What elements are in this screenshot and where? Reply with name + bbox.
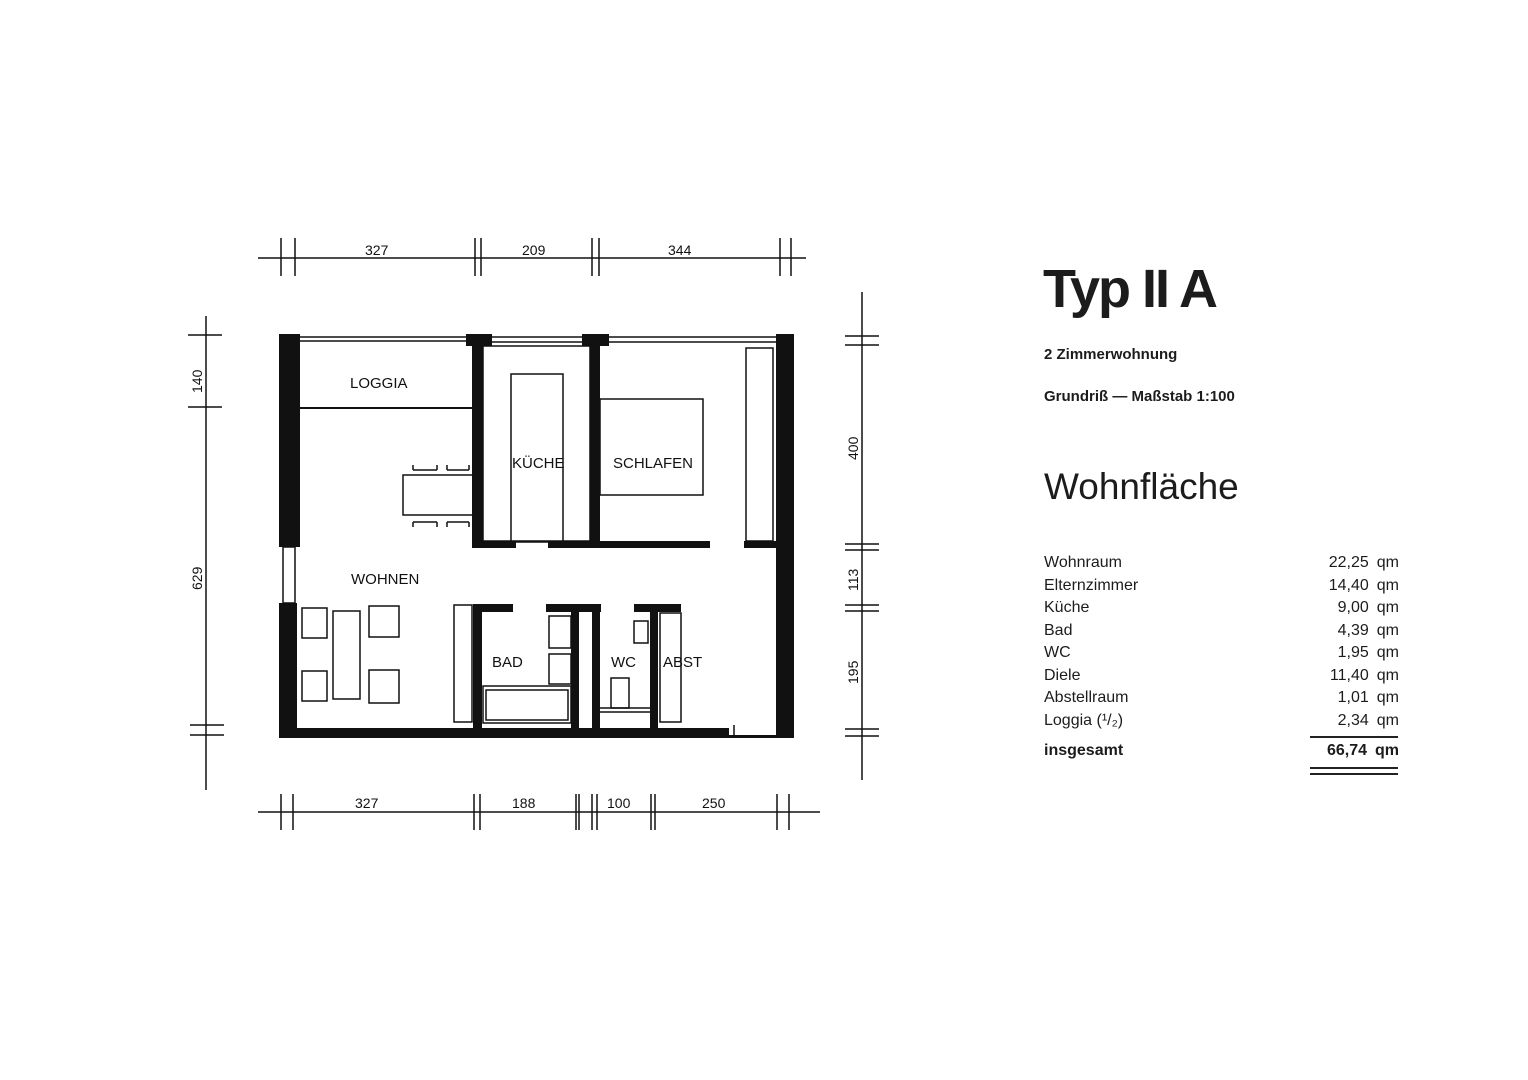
area-label: Loggia (¹/₂) [1044, 711, 1124, 729]
area-value: 9,00 [1337, 599, 1369, 616]
page-title: Typ II A [1043, 259, 1218, 319]
fixtures [282, 336, 776, 736]
area-value: 14,40 [1328, 576, 1369, 594]
room-label-wohnen: WOHNEN [351, 571, 419, 588]
area-unit: qm [1376, 576, 1399, 594]
dim-bottom-2: 188 [512, 795, 536, 811]
total-row: insgesamt 66,74 qm [1044, 742, 1399, 760]
area-unit: qm [1376, 689, 1399, 706]
scale-caption: Grundriß — Maßstab 1:100 [1044, 388, 1235, 405]
area-label: Küche [1044, 599, 1090, 616]
area-row: WC 1,95 qm [1044, 642, 1399, 665]
area-table: Wohnraum 22,25 qm Elternzimmer 14,40 qm Küch… [1044, 552, 1399, 732]
dim-bottom-3: 100 [607, 795, 631, 811]
area-label: Abstellraum [1044, 689, 1129, 706]
dim-left-2: 629 [189, 566, 205, 590]
area-label: Wohnraum [1044, 554, 1122, 571]
room-label-kueche: KÜCHE [512, 454, 565, 472]
walls [279, 334, 794, 738]
area-unit: qm [1376, 644, 1399, 661]
area-unit: qm [1376, 621, 1399, 639]
area-row: Loggia (¹/₂) 2,34 qm [1044, 710, 1399, 733]
area-heading: Wohnfläche [1044, 466, 1239, 507]
area-row: Bad 4,39 qm [1044, 620, 1399, 643]
total-double-underline [1310, 767, 1398, 775]
area-row: Elternzimmer 14,40 qm [1044, 575, 1399, 598]
area-unit: qm [1376, 711, 1399, 729]
room-label-schlafen: SCHLAFEN [613, 455, 693, 472]
area-unit: qm [1376, 599, 1399, 616]
dimension-bottom [258, 794, 820, 830]
area-value: 4,39 [1337, 621, 1369, 639]
room-label-loggia: LOGGIA [350, 375, 408, 392]
subtitle: 2 Zimmerwohnung [1044, 346, 1178, 363]
area-label: Bad [1044, 621, 1073, 639]
area-value: 22,25 [1328, 554, 1369, 571]
dim-right-3: 195 [845, 660, 861, 684]
dimension-top [258, 238, 806, 276]
area-value: 1,95 [1337, 644, 1369, 661]
area-label: Diele [1044, 666, 1081, 684]
dim-top-2: 209 [522, 242, 546, 258]
dim-top-1: 327 [365, 242, 389, 258]
dim-bottom-1: 327 [355, 795, 379, 811]
room-label-wc: WC [611, 654, 636, 671]
dimension-right [845, 292, 879, 780]
area-unit: qm [1376, 666, 1399, 684]
area-label: Elternzimmer [1044, 576, 1139, 594]
sum-divider [1310, 736, 1398, 738]
area-unit: qm [1376, 554, 1399, 571]
area-label: WC [1044, 644, 1071, 661]
area-row: Küche 9,00 qm [1044, 597, 1399, 620]
area-row: Abstellraum 1,01 qm [1044, 687, 1399, 710]
area-value: 1,01 [1337, 689, 1369, 706]
area-value: 11,40 [1329, 666, 1369, 684]
dim-right-1: 400 [845, 436, 861, 460]
area-value: 2,34 [1337, 711, 1369, 729]
area-row: Diele 11,40 qm [1044, 665, 1399, 688]
dim-left-1: 140 [189, 369, 205, 393]
dim-bottom-4: 250 [702, 795, 726, 811]
total-value: 66,74 [1326, 742, 1367, 759]
dimension-left [188, 316, 224, 790]
dim-right-2: 113 [845, 568, 861, 591]
total-label: insgesamt [1044, 742, 1124, 759]
total-unit: qm [1375, 742, 1399, 759]
area-row: Wohnraum 22,25 qm [1044, 552, 1399, 575]
dim-top-3: 344 [668, 242, 692, 258]
room-label-bad: BAD [492, 654, 523, 671]
room-label-abst: ABST [663, 654, 702, 671]
